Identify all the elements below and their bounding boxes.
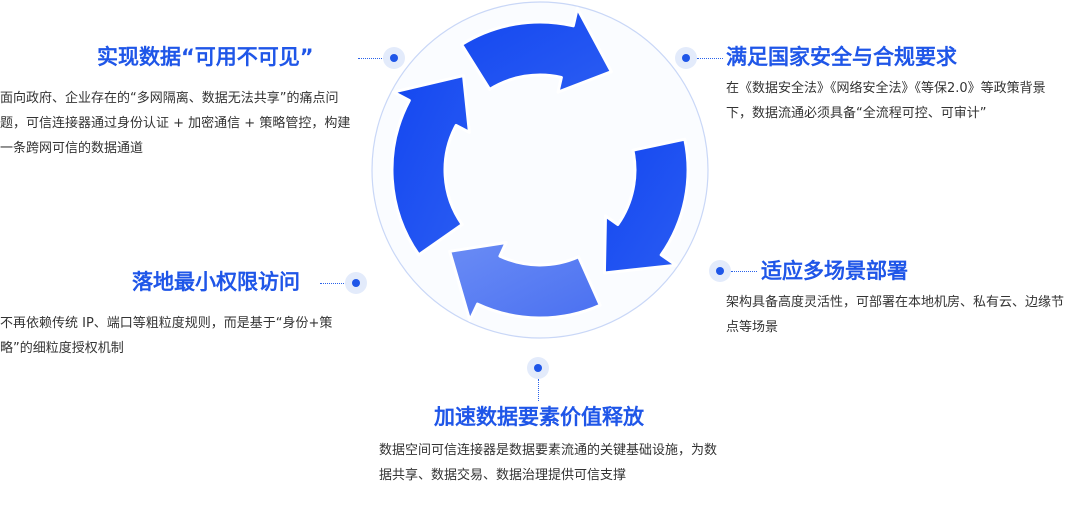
- connector-dot: [675, 47, 697, 69]
- connector-dot: [709, 260, 731, 282]
- cycle-arrow-top: [460, 6, 613, 94]
- cycle-arrow-right: [602, 137, 690, 275]
- connector-line: [731, 271, 757, 272]
- cycle-arrow-left: [390, 74, 471, 257]
- feature-desc-data-usable-invisible: 面向政府、企业存在的“多网隔离、数据无法共享”的痛点问题，可信连接器通过身份认证…: [0, 91, 351, 156]
- cycle-arrow-bottom: [448, 241, 602, 322]
- connector-line: [538, 379, 539, 401]
- feature-title-data-value: 加速数据要素价值释放: [434, 405, 644, 429]
- feature-title-compliance: 满足国家安全与合规要求: [726, 45, 957, 69]
- feature-desc-multi-scenario: 架构具备高度灵活性，可部署在本地机房、私有云、边缘节点等场景: [726, 295, 1065, 335]
- connector-line: [320, 283, 346, 284]
- feature-desc-compliance: 在《数据安全法》《网络安全法》《等保2.0》等政策背景下，数据流通必须具备“全流…: [726, 81, 1046, 121]
- connector-line: [697, 58, 723, 59]
- feature-desc-least-privilege: 不再依赖传统 IP、端口等粗粒度规则，而是基于“身份+策略”的细粒度授权机制: [0, 316, 333, 356]
- connector-dot: [383, 47, 405, 69]
- cycle-diagram: [371, 1, 709, 339]
- feature-title-data-usable-invisible: 实现数据“可用不可见”: [97, 45, 314, 69]
- feature-title-multi-scenario: 适应多场景部署: [761, 259, 908, 283]
- feature-title-least-privilege: 落地最小权限访问: [132, 270, 300, 294]
- connector-line: [358, 58, 384, 59]
- feature-desc-data-value: 数据空间可信连接器是数据要素流通的关键基础设施，为数据共享、数据交易、数据治理提…: [379, 443, 718, 483]
- connector-dot: [527, 357, 549, 379]
- cycle-arrows: [390, 6, 690, 322]
- connector-dot: [345, 272, 367, 294]
